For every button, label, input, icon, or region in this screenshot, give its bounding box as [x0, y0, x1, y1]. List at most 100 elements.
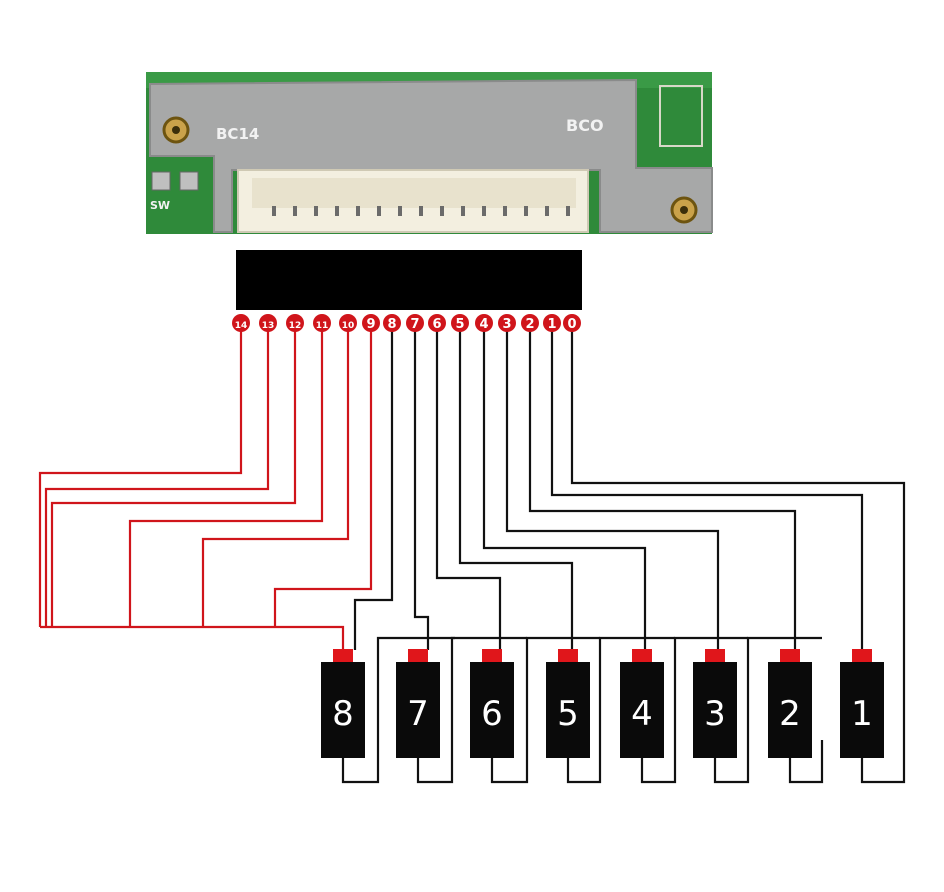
cell-6: 6 — [470, 649, 514, 758]
wire — [713, 740, 750, 784]
wire — [376, 636, 455, 740]
cell-8: 8 — [321, 649, 365, 758]
cell-body — [396, 662, 440, 758]
header-pin — [440, 206, 444, 216]
wire — [413, 326, 430, 650]
pin-label: 0 — [567, 317, 576, 332]
wire — [435, 326, 502, 650]
cell-body — [321, 662, 365, 758]
cell-terminal-cap — [558, 649, 578, 664]
header-pin — [461, 206, 465, 216]
wire — [746, 636, 822, 740]
header-pin — [314, 206, 318, 216]
pin-badge-13: 13 — [259, 314, 277, 332]
pin-label: 4 — [479, 317, 488, 332]
pin-badge-7: 7 — [406, 314, 424, 332]
pin-label: 2 — [525, 317, 534, 332]
pin-badge-12: 12 — [286, 314, 304, 332]
cell-1: 1 — [840, 649, 884, 758]
wire — [570, 326, 906, 784]
header-pin — [377, 206, 381, 216]
cell-number: 1 — [851, 694, 873, 734]
header-pin — [482, 206, 486, 216]
header-pin — [524, 206, 528, 216]
pin-label: 14 — [235, 321, 248, 331]
balance-connector-block — [236, 250, 582, 310]
cell-body — [546, 662, 590, 758]
pin-badge-0: 0 — [563, 314, 581, 332]
wire — [273, 326, 373, 627]
wire — [566, 740, 602, 784]
wire — [482, 326, 647, 650]
cell-number: 6 — [481, 694, 503, 734]
cell-number: 5 — [557, 694, 579, 734]
cell-body — [768, 662, 812, 758]
pin-label: 13 — [262, 321, 275, 331]
cell-body — [693, 662, 737, 758]
pin-badge-8: 8 — [383, 314, 401, 332]
pin-badge-3: 3 — [498, 314, 516, 332]
board-label-sw: SW — [150, 199, 170, 212]
pin-label: 12 — [289, 321, 302, 331]
wire — [640, 740, 677, 784]
cell-4: 4 — [620, 649, 664, 758]
battery-cells: 8 7 6 5 4 3 2 1 — [321, 649, 884, 758]
pin-badge-10: 10 — [339, 314, 357, 332]
metal-shield-plate — [149, 78, 713, 233]
pin-badge-2: 2 — [521, 314, 539, 332]
pin-badge-1: 1 — [543, 314, 561, 332]
wire — [341, 740, 380, 784]
pin-label: 10 — [342, 321, 355, 331]
wire — [50, 326, 297, 627]
pin-badge-4: 4 — [475, 314, 493, 332]
wire — [505, 326, 720, 650]
cell-terminal-cap — [705, 649, 725, 664]
pin-label: 1 — [547, 317, 556, 332]
cell-number: 2 — [779, 694, 801, 734]
wire — [201, 326, 350, 627]
pin-label: 3 — [502, 317, 511, 332]
wire — [38, 326, 243, 627]
wire — [525, 636, 600, 740]
pin-badge-6: 6 — [428, 314, 446, 332]
pin-badge-14: 14 — [232, 314, 250, 332]
cell-number: 3 — [704, 694, 726, 734]
cell-terminal-cap — [780, 649, 800, 664]
wire — [128, 326, 324, 627]
wire — [550, 326, 864, 650]
cell-number: 8 — [332, 694, 354, 734]
cell-terminal-cap — [852, 649, 872, 664]
pin-label: 9 — [366, 317, 375, 332]
wire — [673, 636, 748, 740]
cell-body — [840, 662, 884, 758]
board-label-bco: BCO — [566, 116, 604, 135]
header-pins — [272, 206, 570, 216]
cell-5: 5 — [546, 649, 590, 758]
wire — [44, 326, 270, 627]
cell-terminal-cap — [333, 649, 353, 664]
cell-terminal-cap — [632, 649, 652, 664]
wire — [598, 636, 675, 740]
cell-7: 7 — [396, 649, 440, 758]
header-pin — [293, 206, 297, 216]
wire — [353, 326, 394, 650]
wire — [528, 326, 797, 650]
cell-number: 4 — [631, 694, 653, 734]
header-pin — [356, 206, 360, 216]
cell-2: 2 — [768, 649, 812, 758]
header-pin — [545, 206, 549, 216]
cell-terminal-cap — [482, 649, 502, 664]
balance-wires — [38, 326, 906, 784]
board-label-bc14: BC14 — [216, 125, 259, 143]
pin-badge-5: 5 — [451, 314, 469, 332]
pin-label: 7 — [410, 317, 419, 332]
wire — [416, 740, 454, 784]
cell-3: 3 — [693, 649, 737, 758]
pin-label: 5 — [455, 317, 464, 332]
wire — [490, 740, 529, 784]
pin-label: 6 — [432, 317, 441, 332]
header-pin — [419, 206, 423, 216]
cell-body — [620, 662, 664, 758]
